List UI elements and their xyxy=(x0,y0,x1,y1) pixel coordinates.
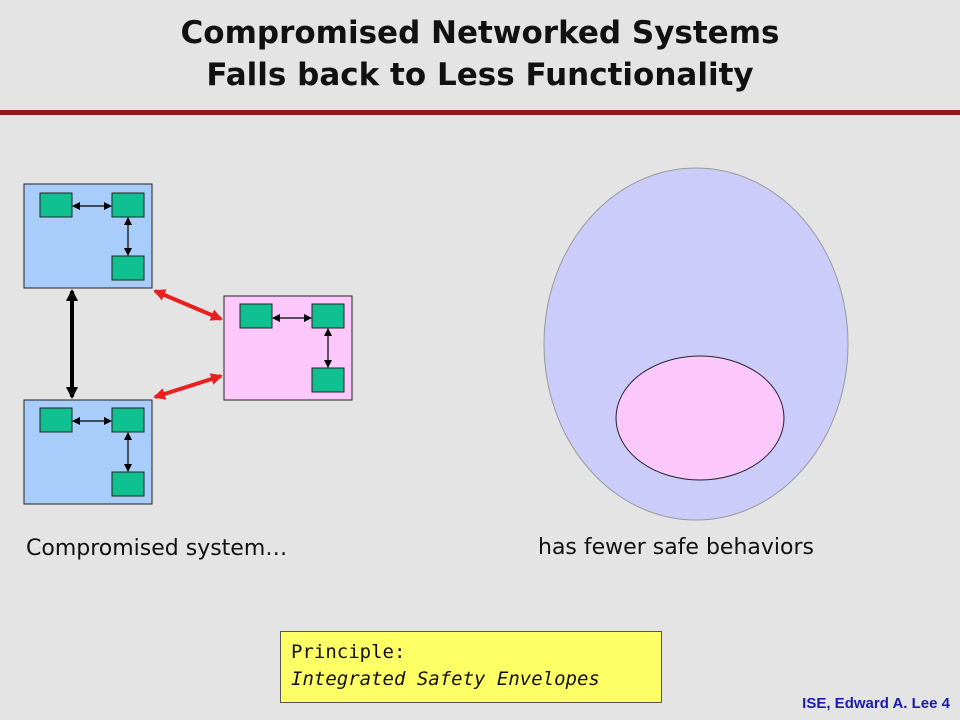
system-top-left xyxy=(23,183,153,289)
component-block xyxy=(311,367,345,393)
component-block xyxy=(39,407,73,433)
component-block xyxy=(111,471,145,497)
system-bottom-left xyxy=(23,399,153,505)
component-block xyxy=(111,192,145,218)
component-block xyxy=(39,192,73,218)
title-underline-rule xyxy=(0,110,960,115)
system-compromised xyxy=(223,295,353,401)
component-block xyxy=(239,303,273,329)
principle-box: Principle: Integrated Safety Envelopes xyxy=(280,631,662,703)
safe-behaviors-ellipse xyxy=(615,355,785,481)
slide-footer: ISE, Edward A. Lee 4 xyxy=(802,695,950,712)
compromised-link-upper xyxy=(153,289,223,321)
title-line-2: Falls back to Less Functionality xyxy=(206,57,754,93)
compromised-link-lower xyxy=(153,373,223,400)
component-block xyxy=(111,255,145,281)
title-line-1: Compromised Networked Systems xyxy=(180,15,780,51)
component-block xyxy=(311,303,345,329)
slide-title: Compromised Networked Systems Falls back… xyxy=(0,12,960,96)
caption-compromised-system: Compromised system… xyxy=(26,536,288,561)
component-block xyxy=(111,407,145,433)
caption-fewer-safe-behaviors: has fewer safe behaviors xyxy=(538,535,814,560)
principle-heading: Principle: xyxy=(291,641,406,663)
principle-text: Integrated Safety Envelopes xyxy=(291,668,600,690)
